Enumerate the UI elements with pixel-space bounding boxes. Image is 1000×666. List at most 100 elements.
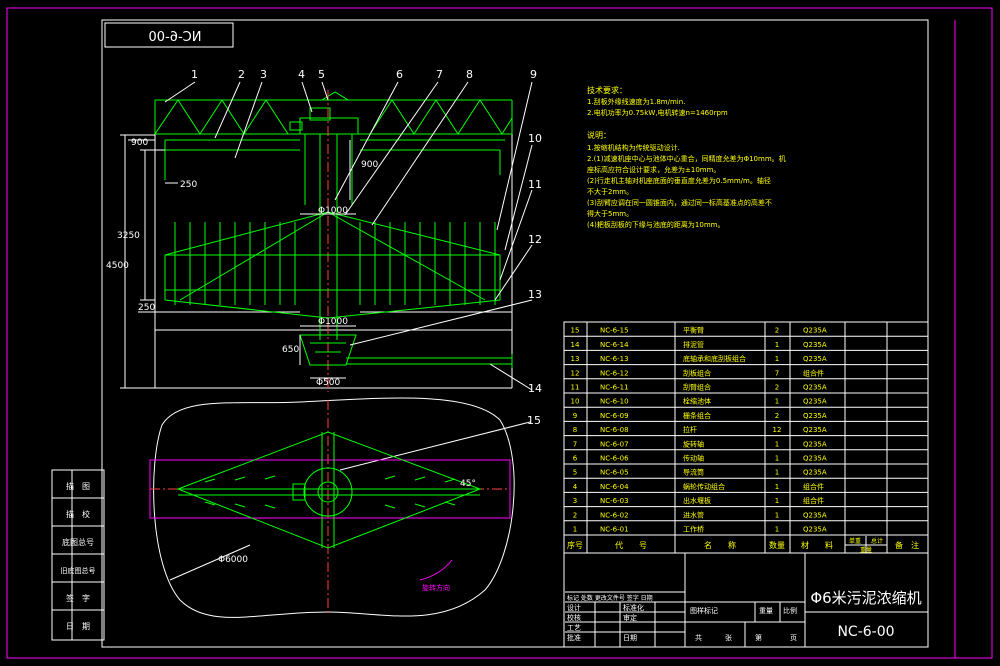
parts-cell-no: 8 <box>573 426 577 434</box>
callout-number: 10 <box>528 132 542 145</box>
tech-line: 1.刮板外缘线速度为1.8m/min. <box>587 97 685 106</box>
tech-heading: 技术要求： <box>587 85 627 95</box>
parts-cell-no: 14 <box>571 341 580 349</box>
callout-number: 13 <box>528 288 542 301</box>
parts-cell-material: Q235A <box>803 469 827 477</box>
notes-line: (3)刮臂应调在同一圆锥面内，通过同一标高基准点的高差不 <box>587 198 772 207</box>
hdr-unit-weight: 单重 <box>849 537 861 545</box>
callout-number: 15 <box>527 414 541 427</box>
parts-cell-code: NC-6-01 <box>600 526 629 534</box>
hdr-code: 代 号 <box>615 540 647 550</box>
center-bearing-plan <box>303 467 353 517</box>
parts-cell-qty: 2 <box>775 384 779 392</box>
callout-number: 5 <box>318 68 325 81</box>
parts-cell-qty: 1 <box>775 440 779 448</box>
hdr-material: 材 料 <box>801 540 833 550</box>
parts-cell-no: 3 <box>573 497 577 505</box>
plan-view: Φ6000 45° 旋转方向 <box>149 397 515 618</box>
parts-cell-material: Q235A <box>803 398 827 406</box>
callout-number: 12 <box>528 233 542 246</box>
parts-cell-material: Q235A <box>803 412 827 420</box>
tb-stage-mark: 图样标记 <box>690 606 718 615</box>
drive-unit <box>299 117 359 135</box>
drawing-code: NC-6-00 <box>837 624 894 640</box>
picket-bars <box>174 222 496 305</box>
tb-sheet: 张 <box>725 633 732 642</box>
parts-cell-name: 刮臂组合 <box>683 383 711 392</box>
parts-cell-code: NC-6-03 <box>600 497 629 505</box>
mirrored-code: NC-6-00 <box>149 30 202 45</box>
drawing-title: Φ6米污泥浓缩机 <box>810 589 921 607</box>
parts-cell-name: 工作桥 <box>683 525 704 534</box>
parts-cell-qty: 1 <box>775 511 779 519</box>
parts-cell-name: 蜗轮传动组合 <box>683 482 725 491</box>
parts-cell-material: Q235A <box>803 426 827 434</box>
dim-650: 650 <box>282 345 299 355</box>
dim-4500: 4500 <box>106 261 129 271</box>
parts-cell-name: 底轴承和底刮板组合 <box>683 354 746 363</box>
parts-cell-code: NC-6-06 <box>600 455 629 463</box>
parts-cell-no: 6 <box>573 455 578 463</box>
parts-cell-material: 组合件 <box>803 496 824 505</box>
dim-900-mid: 900 <box>361 160 378 170</box>
parts-cell-no: 9 <box>573 412 577 420</box>
hdr-total-weight: 总计 <box>871 537 883 545</box>
dim-250-top: 250 <box>180 180 197 190</box>
dim-900-left: 900 <box>131 138 148 148</box>
parts-cell-no: 4 <box>573 483 578 491</box>
parts-cell-qty: 12 <box>773 426 782 434</box>
sidebar-label: 日 期 <box>66 622 90 631</box>
tech-requirements: 技术要求： 1.刮板外缘线速度为1.8m/min. 2.电机功率为0.75kW,… <box>587 85 728 117</box>
tech-line: 2.电机功率为0.75kW,电机转速n=1460rpm <box>587 108 728 117</box>
parts-cell-no: 15 <box>571 327 580 335</box>
parts-cell-code: NC-6-02 <box>600 511 629 519</box>
tb-standardize: 标准化 <box>623 603 644 612</box>
code-box <box>104 22 234 48</box>
parts-cell-material: Q235A <box>803 341 827 349</box>
parts-cell-code: NC-6-07 <box>600 440 629 448</box>
parts-cell-material: Q235A <box>803 511 827 519</box>
parts-cell-qty: 2 <box>775 327 779 335</box>
parts-cell-no: 5 <box>573 469 577 477</box>
sidebar-label: 描 图 <box>66 481 90 491</box>
callout-number: 3 <box>260 68 267 81</box>
dim-dia500: Φ500 <box>316 378 341 388</box>
parts-cell-name: 传动轴 <box>683 454 704 463</box>
parts-cell-name: 旋转轴 <box>683 439 704 448</box>
work-bridge-truss <box>154 99 513 135</box>
parts-cell-qty: 1 <box>775 483 779 491</box>
parts-cell-qty: 1 <box>775 469 779 477</box>
dim-250-bottom: 250 <box>138 303 155 313</box>
parts-cell-material: Q235A <box>803 384 827 392</box>
tb-check: 校核 <box>567 613 581 622</box>
notes-line: (2)行走机主轴对机座底面的垂直度允差为0.5mm/m。轴径 <box>587 176 771 185</box>
callout-number: 11 <box>528 178 542 191</box>
parts-cell-material: Q235A <box>803 355 827 363</box>
parts-cell-name: 进水管 <box>683 510 704 519</box>
callout-number: 7 <box>436 68 443 81</box>
parts-cell-code: NC-6-11 <box>600 384 629 392</box>
hdr-qty: 数量 <box>769 540 785 550</box>
notes-line: 座标高应符合设计要求，允差为±10mm。 <box>587 165 720 174</box>
notes-line: 得大于5mm。 <box>587 209 633 218</box>
parts-cell-code: NC-6-09 <box>600 412 629 420</box>
left-sidebar: 描 图 描 校 底图总号 旧底图总号 签 字 日 期 <box>51 469 105 641</box>
callout-number: 8 <box>466 68 473 81</box>
parts-cell-material: Q235A <box>803 526 827 534</box>
dim-3250: 3250 <box>117 231 140 241</box>
parts-cell-code: NC-6-13 <box>600 355 629 363</box>
tb-process: 工艺 <box>567 624 581 632</box>
notes-heading: 说明： <box>587 130 611 140</box>
parts-cell-name: 刮板组合 <box>683 368 711 377</box>
parts-cell-name: 排泥管 <box>683 340 704 349</box>
dim-dia6000: Φ6000 <box>218 555 248 565</box>
parts-cell-qty: 1 <box>775 355 779 363</box>
parts-cell-qty: 1 <box>775 341 779 349</box>
tb-total: 共 <box>695 633 702 642</box>
rotation-note: 旋转方向 <box>422 583 450 592</box>
tb-design: 设计 <box>567 603 581 612</box>
parts-cell-name: 出水堰板 <box>683 496 711 505</box>
tb-date: 日期 <box>623 634 637 642</box>
dim-dia1000-top: Φ1000 <box>318 206 348 216</box>
